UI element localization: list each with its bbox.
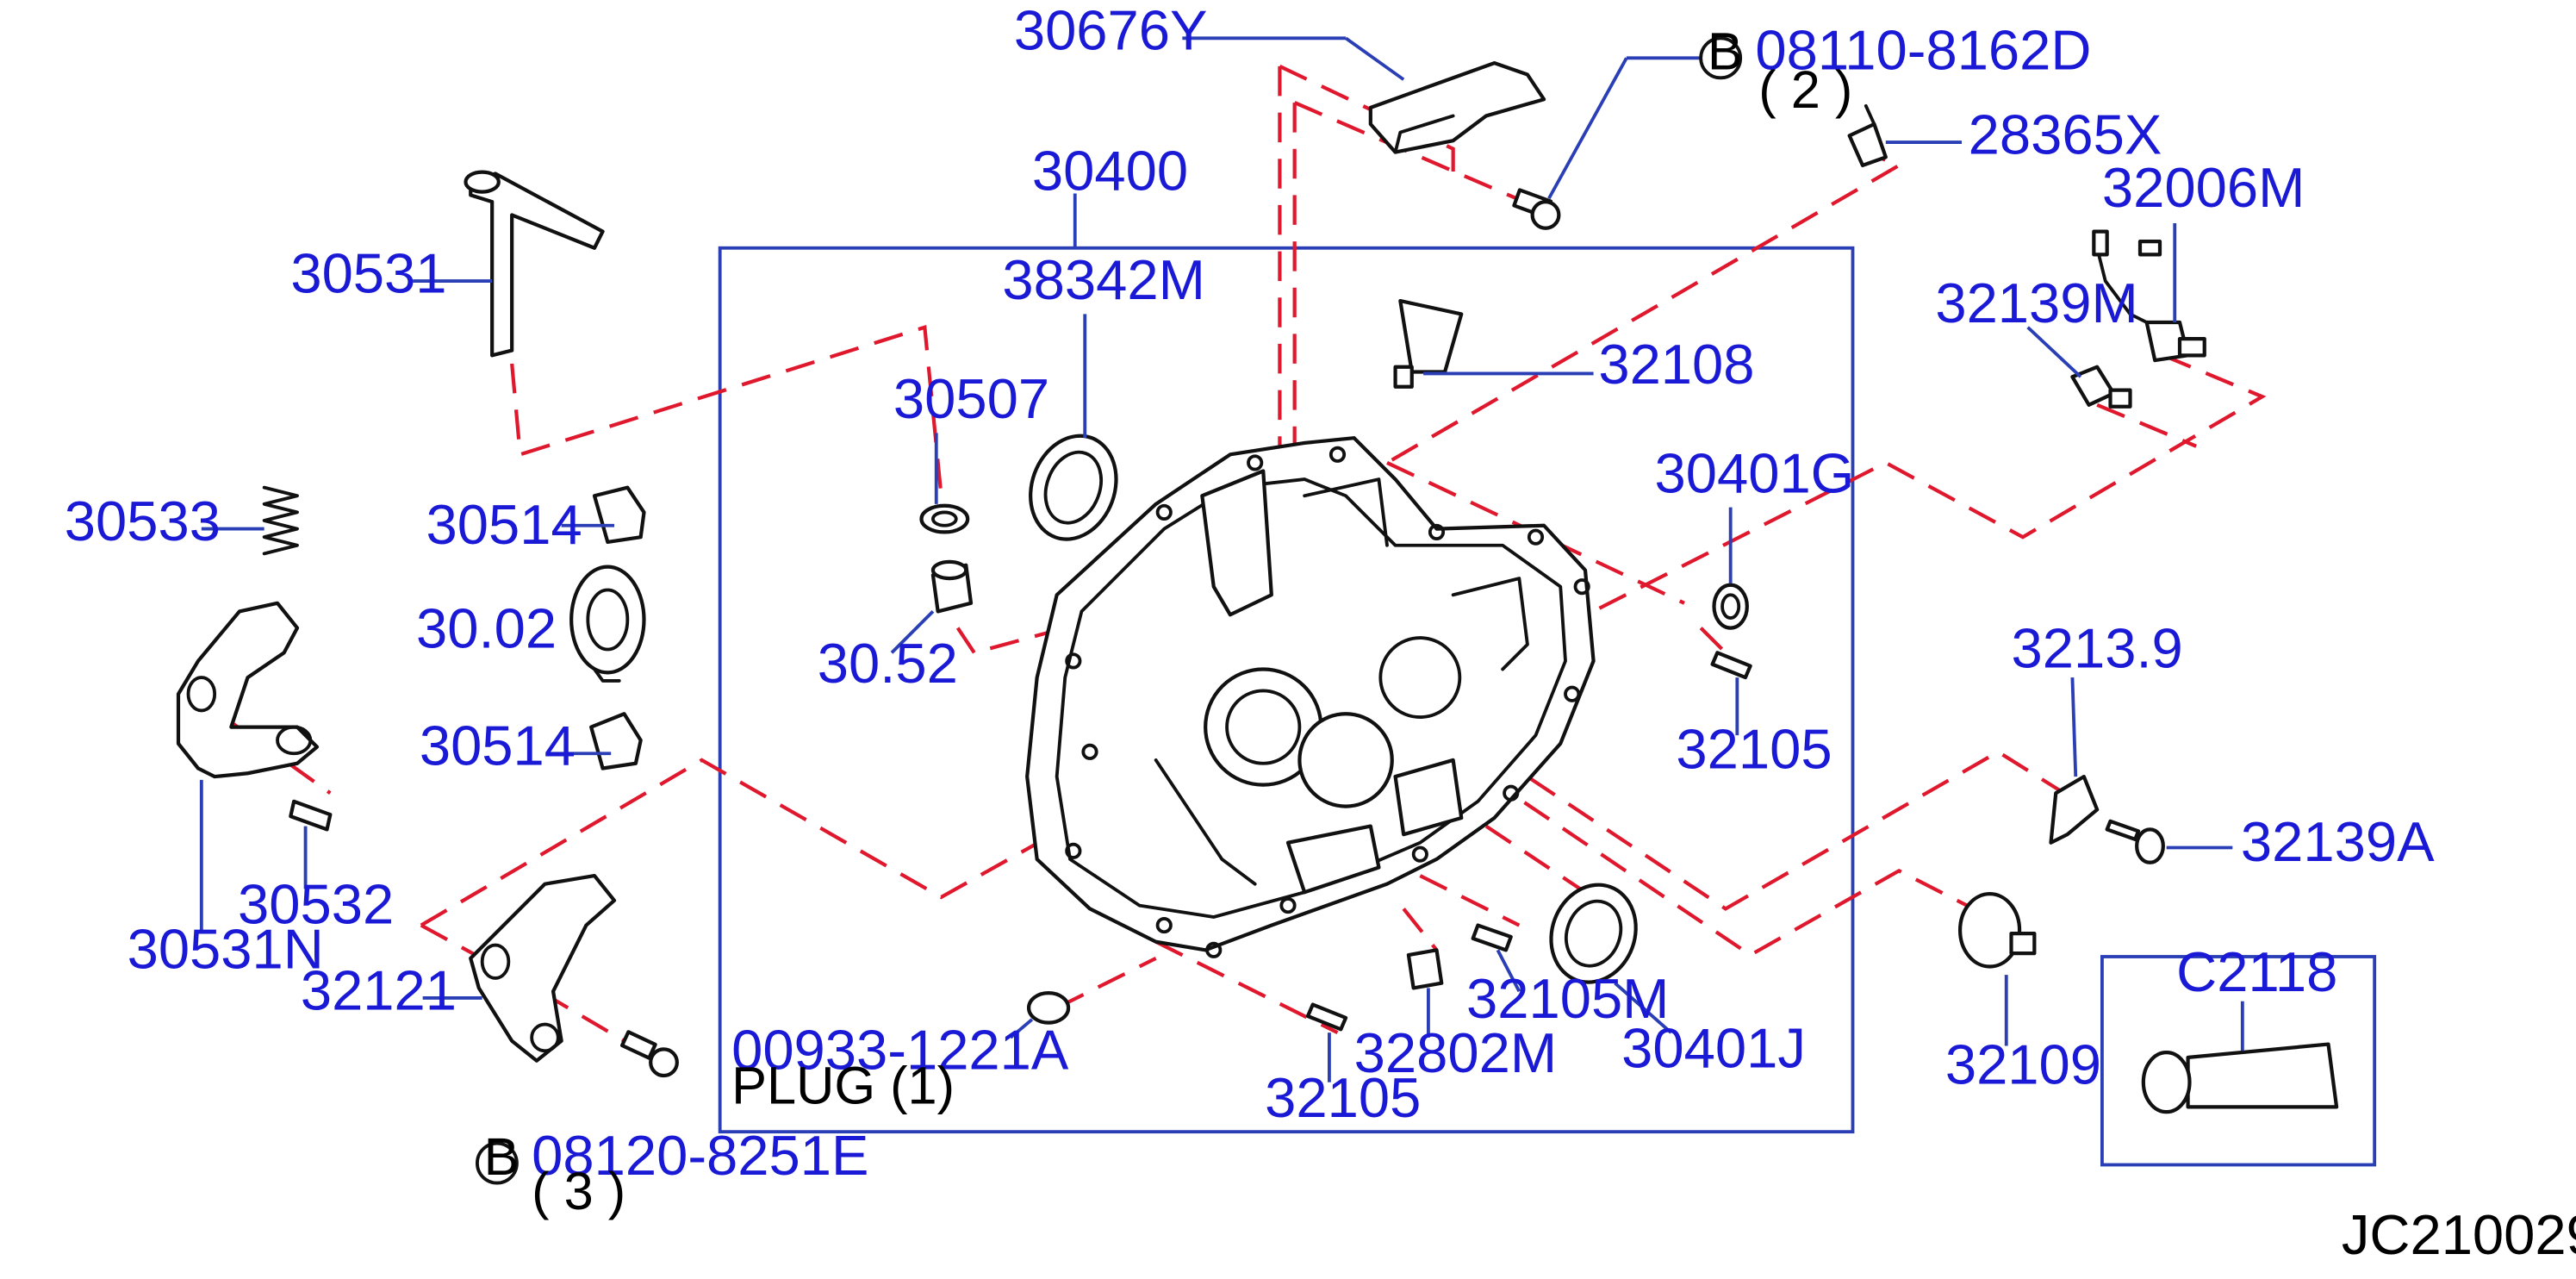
part-08110-8162D: [1512, 36, 1743, 230]
part-C2118-grease-tube: [2141, 1001, 2339, 1114]
bolt-marker-b-top-text: B: [1708, 22, 1743, 81]
label-28365X: 28365X: [1969, 103, 2162, 166]
label-00933-1221A: 00933-1221A: [731, 1018, 1069, 1081]
part-32121: [422, 873, 617, 1063]
part-32139A: [2105, 819, 2233, 864]
label-32139M: 32139M: [1935, 271, 2137, 334]
label-30401G: 30401G: [1655, 441, 1855, 504]
label-30521: 30.52: [818, 632, 958, 695]
label-32006M: 32006M: [2102, 156, 2305, 219]
transmission-case-30400: [1025, 436, 1596, 958]
part-00933-1221A: [1009, 991, 1071, 1039]
bolt-marker-b-bottom-text: B: [484, 1126, 520, 1186]
label-30531: 30531: [290, 242, 446, 305]
label-30533: 30533: [65, 490, 221, 552]
label-32139: 3213.9: [2012, 617, 2183, 680]
part-32139: [2049, 677, 2100, 845]
part-32105-upper: [1710, 651, 1752, 736]
label-30514-lower: 30514: [420, 714, 576, 777]
label-plug-note: PLUG (1): [731, 1056, 955, 1115]
diagram-code: JC210029: [2342, 1203, 2576, 1266]
label-30532: 30532: [238, 873, 394, 936]
label-30507: 30507: [893, 367, 1049, 430]
part-28365X: [1847, 103, 1962, 168]
part-30531: [413, 170, 605, 358]
part-38342M: [1029, 314, 1118, 541]
label-30531N: 30531N: [128, 917, 324, 980]
part-32108: [1393, 298, 1594, 389]
label-32109: 32109: [1945, 1033, 2101, 1096]
part-32105M: [1471, 923, 1521, 993]
label-32105-lower: 32105: [1265, 1066, 1421, 1129]
part-32105-lower: [1305, 1002, 1348, 1082]
label-32139A: 32139A: [2241, 810, 2435, 873]
bolt-marker-b-top: [1699, 36, 1743, 80]
part-30533: [201, 485, 299, 556]
part-30531N: [176, 601, 320, 931]
label-32105M: 32105M: [1466, 967, 1669, 1030]
label-08110-qty: ( 2 ): [1758, 59, 1852, 119]
label-32105-upper: 32105: [1676, 718, 1832, 781]
part-32109: [1957, 892, 2037, 1046]
part-30507: [919, 433, 970, 534]
part-30514-lower: [548, 712, 643, 771]
transmission-case-group-frame: [718, 246, 1855, 1134]
label-30401J: 30401J: [1621, 1016, 1806, 1079]
label-30502: 30.02: [416, 597, 557, 660]
part-32006M: [2092, 223, 2206, 363]
part-08120-8251E: [619, 1030, 679, 1078]
part-30521: [890, 559, 974, 654]
label-30514-upper: 30514: [426, 493, 582, 556]
bolt-marker-b-bottom: [476, 1141, 519, 1185]
label-32108: 32108: [1598, 333, 1754, 396]
label-08110-8162D: 08110-8162D: [1755, 19, 2091, 82]
part-30401J: [1549, 883, 1672, 1034]
label-08120-qty: ( 3 ): [532, 1161, 625, 1220]
c2118-frame: [2100, 955, 2377, 1167]
label-30400: 30400: [1032, 140, 1188, 203]
part-32802M: [1406, 948, 1444, 1038]
label-C2118: C2118: [2176, 940, 2337, 1003]
label-08120-8251E: 08120-8251E: [532, 1124, 868, 1187]
part-30401G: [1712, 507, 1749, 630]
part-30676Y: [1182, 36, 1546, 154]
label-32802M: 32802M: [1354, 1021, 1557, 1084]
part-30502: [569, 565, 646, 683]
label-32121: 32121: [301, 958, 457, 1021]
label-38342M: 38342M: [1002, 248, 1204, 311]
label-30676Y: 30676Y: [1014, 0, 1208, 62]
part-30532: [289, 799, 333, 889]
part-32139M: [2026, 326, 2132, 409]
part-30514-upper: [561, 485, 646, 545]
